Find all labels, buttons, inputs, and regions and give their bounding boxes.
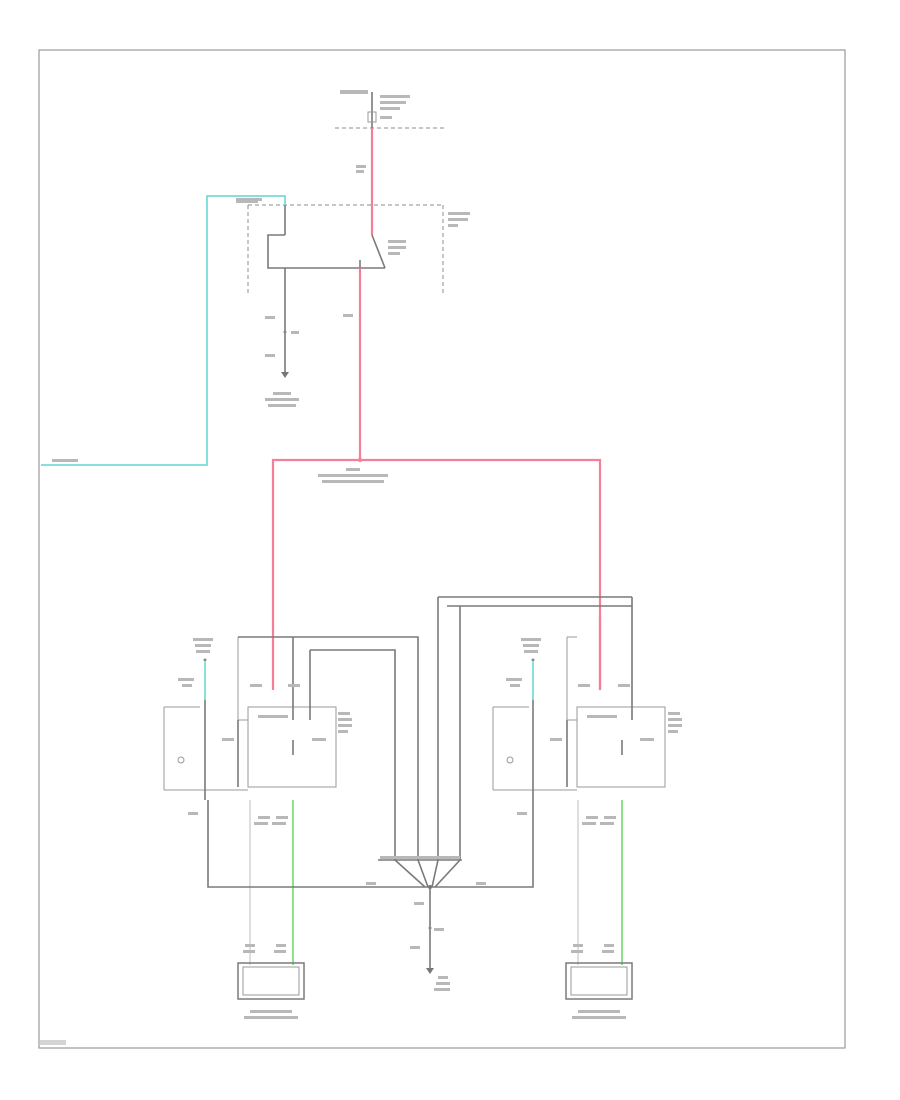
power-wire-splice — [271, 458, 602, 690]
fuse-block — [335, 90, 445, 129]
ground-icon — [281, 372, 289, 378]
relay-control-unit — [236, 200, 470, 296]
indicator-lamp-icon — [177, 756, 185, 764]
signal-wire — [41, 195, 286, 466]
page-id-label — [40, 1040, 66, 1045]
ground-point-upper — [265, 268, 299, 407]
diagram-frame — [38, 49, 846, 1049]
right-seat-heater-element — [565, 944, 633, 1019]
left-seat-heater-element — [237, 944, 305, 1019]
ground-point-lower — [410, 887, 450, 991]
relay-contact-icon — [371, 234, 386, 269]
fuse-icon — [367, 111, 377, 123]
ground-icon — [426, 968, 434, 974]
left-heated-seat-switch — [163, 636, 352, 965]
right-heated-seat-switch — [492, 597, 682, 965]
indicator-lamp-icon — [506, 756, 514, 764]
splice-junction — [207, 596, 632, 889]
